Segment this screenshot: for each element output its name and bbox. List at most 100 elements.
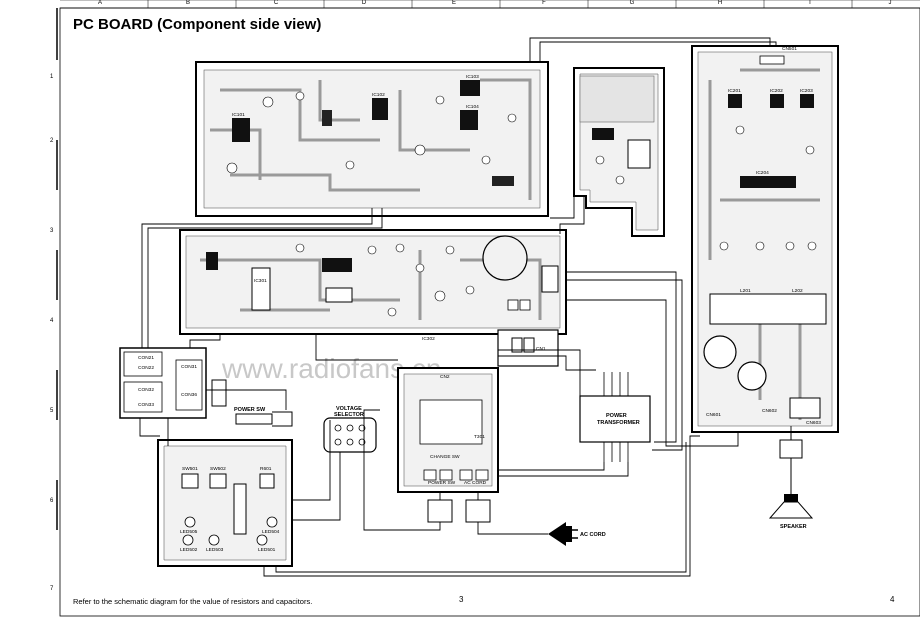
label-con36: CON36 — [181, 392, 197, 398]
grid-col-c: C — [273, 0, 279, 6]
label-ic202: IC202 — [770, 88, 783, 94]
ic204 — [740, 176, 796, 188]
grid-row-4: 4 — [50, 318, 54, 324]
board-middle — [179, 229, 567, 335]
label-con32: CON32 — [138, 387, 154, 393]
ac-cord-box — [465, 499, 491, 523]
label-cn2: CN2 — [440, 374, 450, 380]
label-sw502: SW502 — [210, 466, 226, 472]
ic203 — [800, 94, 814, 108]
label-change-sw: CHANGE SW — [430, 454, 460, 460]
label-voltage-selector-1: VOLTAGE — [336, 406, 362, 412]
label-led505: LED505 — [180, 529, 198, 535]
page-number-right: 4 — [890, 595, 895, 604]
label-led503: LED503 — [206, 547, 224, 553]
part-labels: POWER SW VOLTAGE SELECTOR POWER TRANSFOR… — [234, 406, 807, 538]
label-t301: T301 — [474, 434, 485, 440]
power-transformer — [579, 372, 651, 462]
grid-col-b: B — [185, 0, 190, 6]
ic201 — [728, 94, 742, 108]
board-ic501 — [573, 67, 665, 237]
led504 — [266, 516, 278, 528]
ic301 — [251, 267, 271, 311]
led505 — [184, 516, 196, 528]
ac-cord-plug — [548, 522, 578, 546]
grid-row-2: 2 — [50, 138, 54, 144]
grid-row-5: 5 — [50, 408, 54, 414]
grid-ruler-top — [60, 0, 920, 8]
label-ic103: IC103 — [466, 74, 479, 80]
label-cn1: CN1 — [536, 346, 546, 352]
ic202 — [770, 94, 784, 108]
grid-row-1: 1 — [50, 74, 54, 80]
component-labels: CON21 CON22 CON31 CON32 CON36 CON33 CN1 … — [138, 46, 821, 553]
grid-col-e: E — [451, 0, 456, 6]
label-led504: LED504 — [262, 529, 280, 535]
label-cn501: CN501 — [782, 46, 797, 52]
label-speaker: SPEAKER — [780, 524, 807, 530]
board-right-amp — [691, 45, 839, 433]
label-led502: LED502 — [180, 547, 198, 553]
ic103 — [460, 80, 480, 96]
label-power-sw: POWER SW — [234, 407, 266, 413]
label-ic301: IC301 — [254, 278, 267, 284]
grid-row-3: 3 — [50, 228, 54, 234]
grid-col-d: D — [361, 0, 367, 6]
board-power — [397, 329, 559, 493]
label-ac-cord: AC CORD — [580, 532, 606, 538]
label-l201: L201 — [740, 288, 751, 294]
page-title: PC BOARD (Component side view) — [73, 16, 322, 33]
ic104 — [460, 110, 478, 130]
label-ic102: IC102 — [372, 92, 385, 98]
power-sw-box — [427, 499, 453, 523]
board-bottom-left — [157, 439, 293, 567]
label-con33: CON33 — [138, 402, 154, 408]
label-ic101: IC101 — [232, 112, 245, 118]
led502 — [182, 534, 194, 546]
grid-col-f: F — [542, 0, 546, 6]
page-number-left: 3 — [459, 595, 464, 604]
sw502 — [209, 473, 227, 489]
label-ic104: IC104 — [466, 104, 479, 110]
grid-row-7: 7 — [50, 586, 54, 592]
connector-block — [119, 347, 207, 419]
sw501 — [181, 473, 199, 489]
label-cn602: CN602 — [762, 408, 777, 414]
label-power-transformer-1: POWER — [606, 413, 627, 419]
power-switch — [211, 379, 293, 427]
label-r601: R601 — [260, 466, 272, 472]
label-led501: LED501 — [258, 547, 276, 553]
led501 — [256, 534, 268, 546]
grid-row-6: 6 — [50, 498, 54, 504]
ic101 — [232, 118, 250, 142]
label-cn601: CN601 — [706, 412, 721, 418]
label-l202: L202 — [792, 288, 803, 294]
label-ic302: IC302 — [422, 336, 435, 342]
grid-col-j: J — [888, 0, 892, 6]
voltage-selector — [323, 417, 377, 453]
label-ac-cord-board: AC CORD — [464, 480, 487, 486]
ic102 — [372, 98, 388, 120]
board-top-left — [195, 61, 549, 217]
grid-col-g: G — [629, 0, 635, 6]
label-voltage-selector-2: SELECTOR — [334, 412, 364, 418]
speaker — [768, 432, 814, 519]
label-power-sw-board: POWER SW — [428, 480, 456, 486]
grid-col-a: A — [97, 0, 102, 6]
label-sw501: SW501 — [182, 466, 198, 472]
label-ic204: IC204 — [756, 170, 769, 176]
label-con22: CON22 — [138, 365, 154, 371]
wiring — [139, 37, 792, 577]
label-con21: CON21 — [138, 355, 154, 361]
label-ic201: IC201 — [728, 88, 741, 94]
label-power-transformer-2: TRANSFORMER — [597, 420, 640, 426]
grid-col-h: H — [717, 0, 723, 6]
footer-note: Refer to the schematic diagram for the v… — [73, 597, 313, 606]
led503 — [208, 534, 220, 546]
grid-col-i: I — [809, 0, 811, 6]
label-con31: CON31 — [181, 364, 197, 370]
label-cn603: CN603 — [806, 420, 821, 426]
label-ic203: IC203 — [800, 88, 813, 94]
